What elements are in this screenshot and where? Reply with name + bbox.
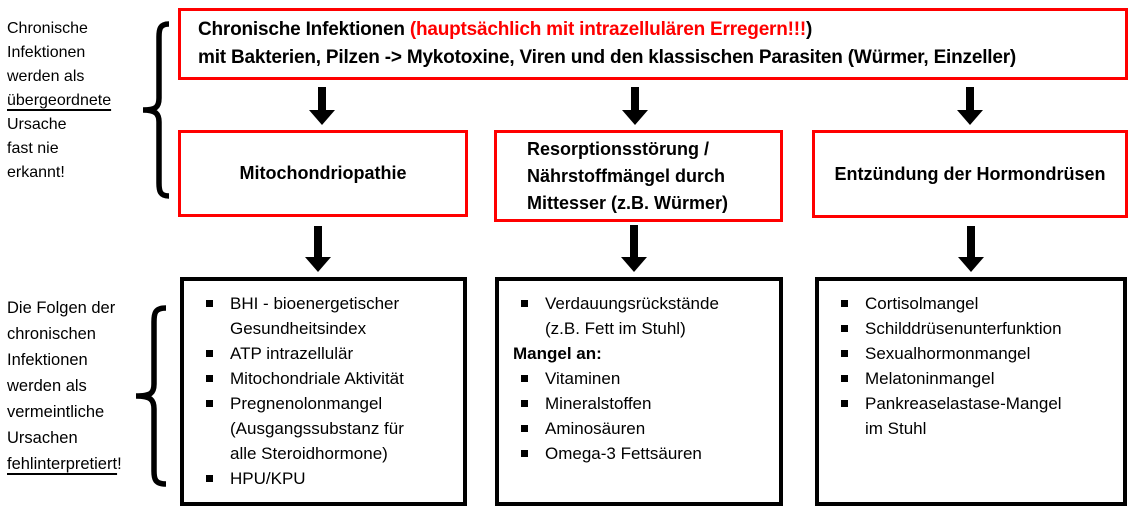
list-item: BHI - bioenergetischer Gesundheitsindex <box>198 291 459 341</box>
effect-box-resorption-findings: Verdauungsrückstände (z.B. Fett im Stuhl… <box>495 277 783 506</box>
note-line: werden als <box>7 377 87 395</box>
list-item: Omega-3 Fettsäuren <box>513 441 775 466</box>
cause-box-resorption-disorder: Resorptionsstörung / Nährstoffmängel dur… <box>494 130 783 222</box>
list-item-text: Pregnenolonmangel (Ausgangssubstanz für … <box>230 394 404 463</box>
note-line: fast nie <box>7 140 59 157</box>
title-black-part: Chronische Infektionen <box>198 19 410 40</box>
down-arrow-icon <box>309 87 335 125</box>
note-line-underlined: übergeordnete <box>7 92 112 109</box>
list-item-text: Verdauungsrückstände (z.B. Fett im Stuhl… <box>545 294 719 338</box>
bullet-square-icon <box>513 391 545 416</box>
underlined-word: fehlinterpretiert <box>7 455 118 473</box>
note-line: Ursachen <box>7 429 78 447</box>
list-item-text: Vitaminen <box>545 369 621 388</box>
list-item: Vitaminen <box>513 366 775 391</box>
list-heading-mangel-an: Mangel an: <box>513 344 602 363</box>
list-item-text: Mineralstoffen <box>545 394 652 413</box>
note-line: erkannt! <box>7 164 65 181</box>
list-item-text: Mitochondriale Aktivität <box>230 369 404 388</box>
list-item-text: Omega-3 Fettsäuren <box>545 444 702 463</box>
bullet-square-icon <box>513 366 545 391</box>
list-item-text: Melatoninmangel <box>865 369 995 388</box>
list-item: Mitochondriale Aktivität <box>198 366 459 391</box>
down-arrow-icon <box>958 226 984 272</box>
bullet-square-icon <box>833 316 865 341</box>
note-line: chronischen <box>7 325 96 343</box>
down-arrow-icon <box>622 87 648 125</box>
bullet-square-icon <box>833 341 865 366</box>
cause-box-hormone-gland-inflammation: Entzündung der Hormondrüsen <box>812 130 1128 218</box>
list-item-text: Aminosäuren <box>545 419 646 438</box>
bullet-square-icon <box>198 466 230 491</box>
note-line-underlined: fehlinterpretiert! <box>7 451 157 477</box>
cause-box-label: Mitochondriopathie <box>239 163 407 183</box>
list-item-text: HPU/KPU <box>230 469 306 488</box>
list-item: ATP intrazellulär <box>198 341 459 366</box>
bullet-square-icon <box>833 366 865 391</box>
list-item: Cortisolmangel <box>833 291 1119 316</box>
note-line: Infektionen <box>7 351 88 369</box>
curly-brace-top-icon <box>142 21 170 199</box>
bullet-square-icon <box>513 291 545 341</box>
list-item: Pankreaselastase-Mangel im Stuhl <box>833 391 1119 441</box>
bullet-square-icon <box>833 291 865 316</box>
list-item-text: ATP intrazellulär <box>230 344 354 363</box>
list-item-text: Pankreaselastase-Mangel im Stuhl <box>865 394 1062 438</box>
note-line: Chronische <box>7 20 88 37</box>
curly-brace-bottom-icon <box>135 305 167 487</box>
bullet-square-icon <box>198 291 230 341</box>
list-item-text: Cortisolmangel <box>865 294 979 313</box>
bullet-square-icon <box>198 341 230 366</box>
list-item: Sexualhormonmangel <box>833 341 1119 366</box>
effect-box-hormone-findings: Cortisolmangel Schilddrüsenunterfunktion… <box>815 277 1127 506</box>
bullet-square-icon <box>513 416 545 441</box>
title-suffix: ) <box>806 19 813 40</box>
bullet-square-icon <box>198 366 230 391</box>
note-line: Ursache <box>7 116 67 133</box>
root-box-chronic-infections: Chronische Infektionen (hauptsächlich mi… <box>178 8 1128 80</box>
bullet-square-icon <box>513 441 545 466</box>
down-arrow-icon <box>305 226 331 272</box>
note-line: Die Folgen der <box>7 299 116 317</box>
bullet-square-icon <box>833 391 865 441</box>
note-line: Infektionen <box>7 44 86 61</box>
down-arrow-icon <box>621 225 647 272</box>
list-item: Mineralstoffen <box>513 391 775 416</box>
down-arrow-icon <box>957 87 983 125</box>
cause-box-mitochondriopathy: Mitochondriopathie <box>178 130 468 217</box>
list-item: Schilddrüsenunterfunktion <box>833 316 1119 341</box>
title-red-part: (hauptsächlich mit intrazellulären Erreg… <box>409 19 807 40</box>
list-item-text: Schilddrüsenunterfunktion <box>865 319 1062 338</box>
note-infections-overlooked: Chronische Infektionen werden als überge… <box>7 17 147 185</box>
list-item-text: Sexualhormonmangel <box>865 344 1031 363</box>
list-item: Aminosäuren <box>513 416 775 441</box>
cause-box-label: Resorptionsstörung / Nährstoffmängel dur… <box>527 138 729 213</box>
effect-box-mitochondriopathy-findings: BHI - bioenergetischer Gesundheitsindex … <box>180 277 467 506</box>
cause-box-label: Entzündung der Hormondrüsen <box>834 163 1106 184</box>
note-line: vermeintliche <box>7 403 105 421</box>
root-box-subtitle: mit Bakterien, Pilzen -> Mykotoxine, Vir… <box>198 47 1017 68</box>
root-box-title: Chronische Infektionen (hauptsächlich mi… <box>198 16 1117 44</box>
note-line: werden als <box>7 68 85 85</box>
list-item-text: BHI - bioenergetischer Gesundheitsindex <box>230 294 400 338</box>
list-item: Verdauungsrückstände (z.B. Fett im Stuhl… <box>513 291 775 341</box>
list-item: HPU/KPU <box>198 466 459 491</box>
list-item: Pregnenolonmangel (Ausgangssubstanz für … <box>198 391 459 466</box>
bullet-square-icon <box>198 391 230 466</box>
list-item: Melatoninmangel <box>833 366 1119 391</box>
note-consequences-misinterpreted: Die Folgen der chronischen Infektionen w… <box>7 295 157 477</box>
note-suffix: ! <box>117 455 122 473</box>
